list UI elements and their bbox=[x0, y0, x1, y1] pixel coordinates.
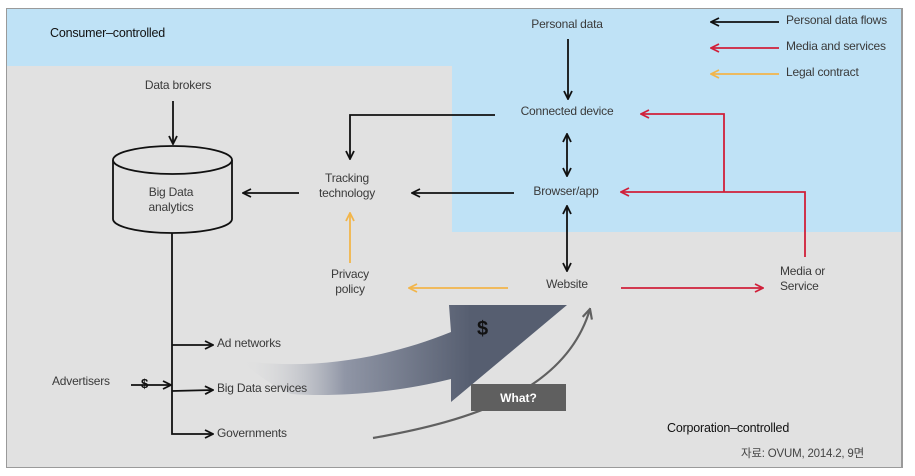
node-website: Website bbox=[546, 277, 588, 291]
arrow-media-to-device bbox=[641, 114, 725, 192]
legend-label-legal: Legal contract bbox=[786, 65, 859, 79]
what-label-box: What? bbox=[471, 384, 566, 411]
consumer-zone-label: Consumer–controlled bbox=[50, 26, 166, 40]
node-media-service: Media or Service bbox=[780, 264, 825, 294]
arrow-media-to-browser bbox=[621, 192, 806, 257]
node-bigdata-line1: Big Data bbox=[148, 185, 194, 199]
big-money-arrow bbox=[241, 305, 567, 402]
node-data-brokers: Data brokers bbox=[144, 78, 212, 92]
node-privacy-line1: Privacy bbox=[331, 267, 369, 281]
node-privacy-policy: Privacy policy bbox=[331, 267, 369, 297]
node-governments: Governments bbox=[217, 426, 287, 440]
legend-label-personal: Personal data flows bbox=[786, 13, 887, 27]
node-connected-device: Connected device bbox=[520, 104, 614, 118]
flow-diagram bbox=[7, 9, 901, 440]
node-personal-data: Personal data bbox=[531, 17, 603, 31]
node-bigdata-services: Big Data services bbox=[217, 381, 307, 395]
node-tracking-line1: Tracking bbox=[325, 171, 369, 185]
arrow-device-to-tracking bbox=[350, 114, 495, 159]
arrow-to-bigdata-services bbox=[171, 390, 213, 391]
dollar-icon-small: $ bbox=[141, 376, 149, 391]
node-media-service-line1: Media or bbox=[780, 264, 826, 278]
node-advertisers: Advertisers bbox=[52, 374, 110, 388]
node-bigdata-analytics: Big Data analytics bbox=[149, 185, 194, 215]
legend-label-media: Media and services bbox=[786, 39, 886, 53]
node-media-service-line2: Service bbox=[780, 279, 819, 293]
node-ad-networks: Ad networks bbox=[217, 336, 281, 350]
node-tracking-technology: Tracking technology bbox=[319, 171, 375, 201]
dollar-icon-big: $ bbox=[477, 318, 489, 340]
diagram-frame bbox=[6, 8, 903, 468]
source-citation: 자료: OVUM, 2014.2, 9면 bbox=[741, 448, 864, 460]
node-privacy-line2: policy bbox=[335, 282, 365, 296]
corporation-zone-label: Corporation–controlled bbox=[667, 421, 790, 435]
bigdata-stem bbox=[171, 233, 213, 434]
node-tracking-line2: technology bbox=[318, 186, 376, 200]
consumer-zone-right bbox=[452, 9, 901, 232]
node-bigdata-line2: analytics bbox=[148, 200, 194, 214]
node-browser-app: Browser/app bbox=[533, 184, 599, 198]
